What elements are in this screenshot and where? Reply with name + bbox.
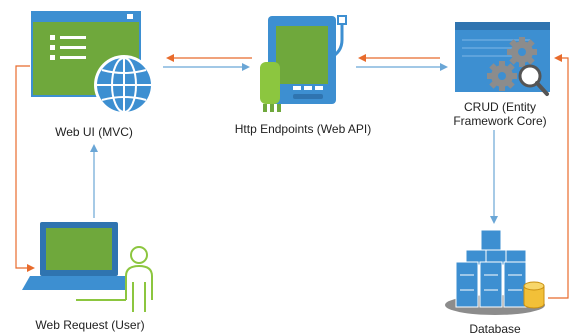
arrow-database-to-crud (548, 54, 569, 299)
server-rack-database-icon (445, 229, 545, 315)
web-ui-label: Web UI (MVC) (55, 125, 133, 139)
database-label: Database (469, 322, 521, 336)
web-request-label: Web Request (User) (35, 318, 145, 332)
arrow-webui-to-request (15, 65, 35, 272)
http-endpoints-label: Http Endpoints (Web API) (234, 122, 372, 136)
browser-window-globe-icon (31, 11, 154, 115)
crud-label-line2: Framework Core) (453, 114, 547, 128)
crud-label-line1: CRUD (Entity (463, 100, 536, 114)
laptop-user-icon (22, 222, 153, 312)
connectors (15, 54, 569, 299)
usb-device-icon (260, 15, 347, 112)
window-gears-magnifier-icon (455, 22, 550, 96)
